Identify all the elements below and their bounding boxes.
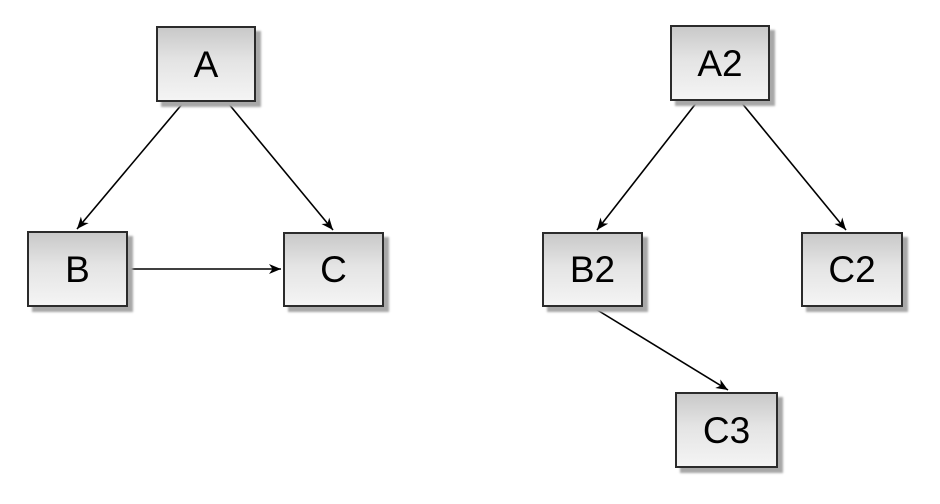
node-C: C (283, 232, 384, 307)
edge-A-to-B (76, 102, 184, 230)
node-C3-label: C3 (702, 409, 751, 451)
node-B2: B2 (542, 232, 643, 307)
edge-A2-to-B2 (596, 101, 698, 231)
node-A2-label: A2 (697, 42, 743, 84)
node-A-label: A (193, 43, 219, 85)
node-C-label: C (320, 249, 347, 290)
node-C2: C2 (801, 232, 903, 307)
node-B: B (27, 231, 128, 307)
node-C3: C3 (675, 392, 778, 468)
node-A2: A2 (670, 25, 770, 101)
node-C2-label: C2 (828, 249, 876, 290)
node-B-label: B (65, 248, 90, 290)
edge-B2-to-C3 (593, 307, 729, 391)
edge-A-to-C (227, 102, 334, 231)
node-A: A (156, 26, 256, 102)
edge-A2-to-C2 (740, 101, 847, 231)
node-B2-label: B2 (569, 249, 616, 290)
